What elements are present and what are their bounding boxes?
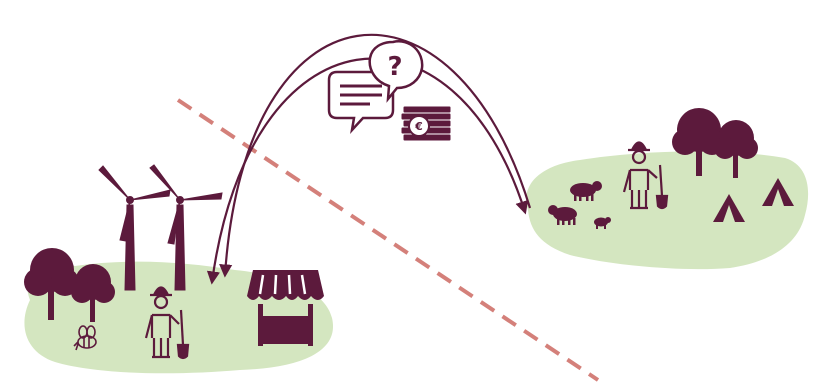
pig-icon [594, 217, 611, 229]
tent-icon [762, 178, 794, 206]
euro-sign: € [414, 120, 423, 133]
farmer-icon [144, 286, 190, 360]
arrow-back [206, 57, 529, 285]
cow-icon [548, 205, 577, 225]
money-stack-icon: € [400, 105, 452, 142]
farmer-icon [622, 141, 669, 210]
tree-icon [71, 264, 115, 322]
cow-icon [570, 181, 602, 201]
tree-icon [714, 120, 758, 178]
tent-icon [713, 194, 745, 222]
wind-turbine-icon [149, 164, 223, 291]
market-stall-icon [247, 270, 324, 346]
divider-line [176, 98, 600, 382]
question-bubble-icon: ? [368, 40, 424, 103]
right-island [526, 151, 809, 270]
bee-icon [73, 325, 97, 351]
wind-turbine-icon [98, 165, 171, 291]
question-mark: ? [387, 52, 402, 82]
